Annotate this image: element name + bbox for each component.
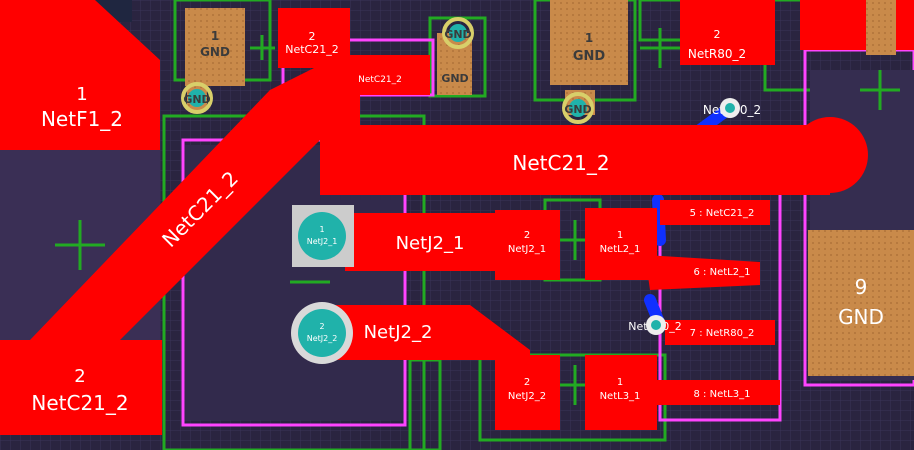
ic-pin-labels: 5 : NetC21_2 6 : NetL2_1 7 : NetR80_2 8 … [690,208,755,400]
netc21-big-pad-num: 2 [74,366,85,387]
netc21-top-pad-num: 2 [309,30,316,43]
pad-gnd-big-num: 9 [855,275,868,299]
j2-pad-2-hole[interactable] [298,309,346,357]
netr80-via-hole [725,103,735,113]
netr80-pad-label: NetR80_2 [688,47,746,61]
gnd-via-3: GND [564,103,591,116]
pad-gnd-tr-label: GND [573,49,606,64]
netr80-pad-num: 2 [714,28,721,41]
netc21-big-pad-label: NetC21_2 [31,391,128,415]
j2-pad-2-num: 2 [319,322,324,331]
pad-gnd-tl-num: 1 [211,29,219,43]
pad-gnd-mid-label: GND [441,72,468,85]
j2-pad-1-name: NetJ2_1 [307,237,338,246]
j2-pad-1-num: 1 [319,225,324,234]
j2-1-pad-label: NetJ2_1 [508,244,546,255]
ic-pin-5: 5 : NetC21_2 [690,208,755,219]
netc21-small-label: NetC21_2 [358,75,402,85]
j2-1-pad-num: 2 [524,230,530,241]
pad-gnd-big-label: GND [838,305,884,329]
l2-1-pad-num: 1 [617,230,623,241]
ic-pin-6: 6 : NetL2_1 [694,267,751,278]
j2-2-pad-label: NetJ2_2 [508,391,546,402]
ic-pin-8: 8 : NetL3_1 [694,389,751,400]
top-copper [0,0,914,435]
pad-gnd-tr-num: 1 [585,31,593,45]
j2-pad-2-name: NetJ2_2 [307,334,338,343]
netr80-via2-hole [651,320,661,330]
gnd-via-1: GND [183,93,210,106]
j2-pad-1-hole[interactable] [298,212,346,260]
pad-gnd-tl-label: GND [200,45,230,59]
l3-1-pad-num: 1 [617,377,623,388]
gnd-via-2: GND [444,28,471,41]
netf1-label: NetF1_2 [41,107,123,131]
netf1-pad-num: 1 [76,84,87,105]
l3-1-pad-label: NetL3_1 [600,391,641,402]
l2-1-pad-label: NetL2_1 [600,244,641,255]
pads [185,0,914,376]
gnd-vias[interactable]: GND GND GND [181,17,594,124]
netc21-top-pad-label: NetC21_2 [285,43,339,56]
netj2-1-trace-label: NetJ2_1 [396,233,465,254]
ic-pin-7: 7 : NetR80_2 [690,328,755,339]
j2-2-pad-num: 2 [524,377,530,388]
netc21-horizontal-label: NetC21_2 [512,151,609,175]
netj2-2-trace-label: NetJ2_2 [364,322,433,343]
